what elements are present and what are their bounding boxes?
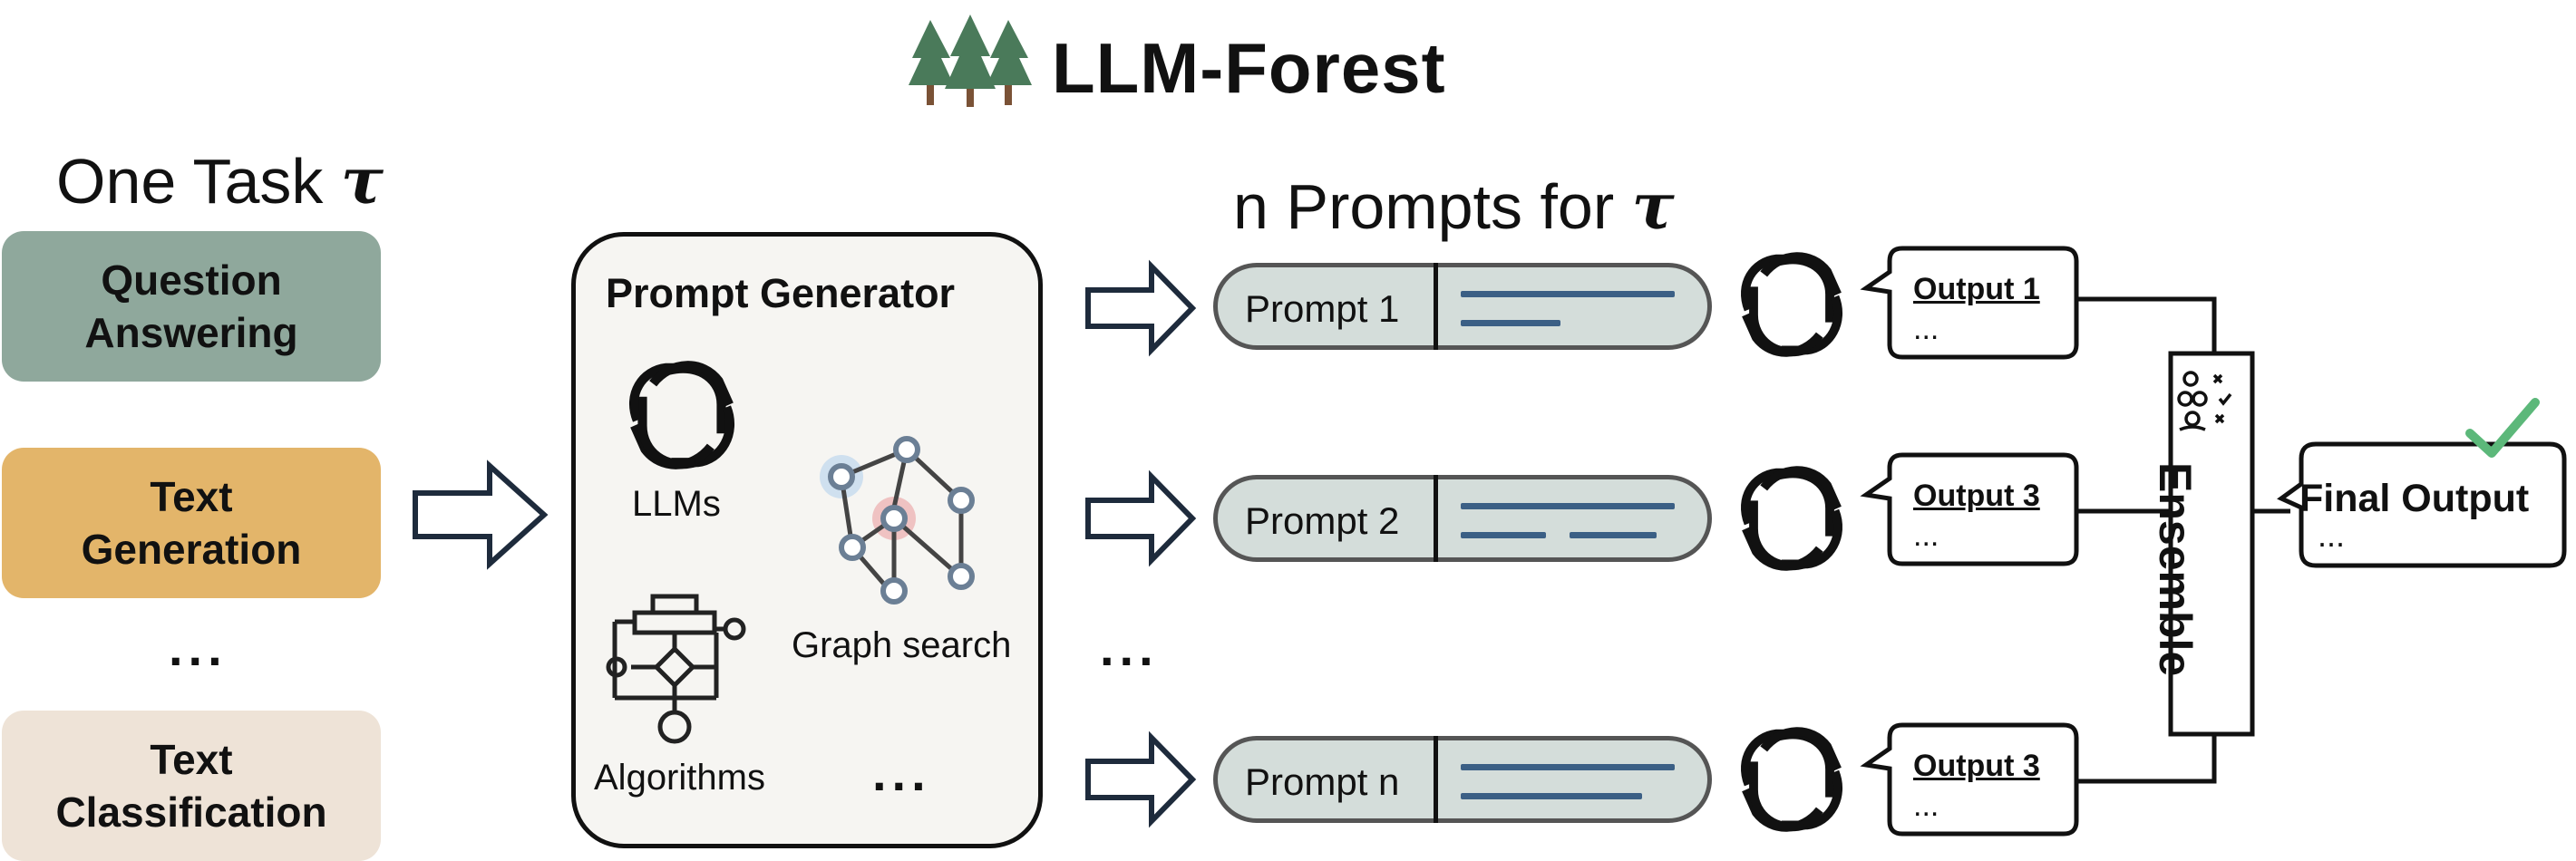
algorithms-icon bbox=[606, 594, 746, 744]
llm-logo-icon bbox=[1745, 256, 1838, 353]
ensemble-connectors bbox=[2076, 296, 2290, 784]
pill-divider bbox=[1434, 263, 1438, 350]
diagram-title: LLM-Forest bbox=[1052, 28, 1446, 108]
pill-divider bbox=[1434, 736, 1438, 823]
output-label-2: Output 3 bbox=[1913, 479, 2040, 513]
final-output-label: Final Output bbox=[2299, 477, 2530, 520]
arrow-to-generator bbox=[413, 460, 549, 570]
final-output-bubble bbox=[2277, 441, 2567, 568]
prompt-pill-n: Prompt n bbox=[1213, 736, 1712, 823]
text-line bbox=[1570, 532, 1657, 538]
graph-search-icon bbox=[820, 436, 975, 605]
forest-icon bbox=[909, 15, 1032, 107]
text-line bbox=[1461, 532, 1546, 538]
output-bubble-2 bbox=[1860, 452, 2079, 566]
task-label-line2: Classification bbox=[55, 788, 327, 836]
pill-divider bbox=[1434, 475, 1438, 562]
text-line bbox=[1461, 764, 1675, 770]
llm-logo-icon bbox=[1745, 470, 1838, 566]
prompts-heading-text: n Prompts for bbox=[1233, 171, 1632, 242]
prompt-pill-1: Prompt 1 bbox=[1213, 263, 1712, 350]
graph-search-label: Graph search bbox=[792, 625, 1012, 665]
prompt-label: Prompt 1 bbox=[1245, 287, 1400, 330]
prompts-heading: n Prompts for τ bbox=[1233, 169, 1675, 244]
check-icon bbox=[2465, 398, 2540, 458]
output-ellipsis: ... bbox=[1913, 788, 1939, 823]
llms-label: LLMs bbox=[632, 484, 721, 524]
ensemble-label: Ensemble bbox=[2150, 462, 2201, 677]
prompt-label: Prompt 2 bbox=[1245, 499, 1400, 542]
algorithms-label: Algorithms bbox=[594, 758, 765, 798]
task-label-line1: Text bbox=[150, 473, 233, 520]
ensemble-box bbox=[2168, 351, 2255, 737]
task-ellipsis: ... bbox=[169, 619, 228, 676]
voting-icon bbox=[2177, 371, 2232, 431]
title-area bbox=[907, 13, 1541, 112]
text-line bbox=[1461, 291, 1675, 297]
tau-symbol: τ bbox=[1631, 169, 1675, 244]
task-label-line1: Question bbox=[101, 256, 282, 304]
llm-logo-icon bbox=[1745, 731, 1838, 827]
prompt-generator-box bbox=[571, 232, 1043, 848]
text-line bbox=[1461, 503, 1675, 509]
arrow-to-prompt-2 bbox=[1085, 469, 1197, 567]
output-ellipsis: ... bbox=[1913, 518, 1939, 553]
output-ellipsis: ... bbox=[1913, 312, 1939, 346]
output-label-3: Output 3 bbox=[1913, 749, 2040, 783]
task-label-line1: Text bbox=[150, 736, 233, 783]
prompt-ellipsis: ... bbox=[1100, 619, 1159, 676]
prompt-label: Prompt n bbox=[1245, 760, 1400, 803]
prompt-generator-title: Prompt Generator bbox=[606, 270, 956, 316]
task-label-line2: Generation bbox=[81, 526, 302, 573]
prompt-pill-2: Prompt 2 bbox=[1213, 475, 1712, 562]
task-label-line2: Answering bbox=[84, 309, 298, 356]
tau-symbol: τ bbox=[340, 143, 384, 218]
arrow-to-prompt-n bbox=[1085, 730, 1197, 828]
generator-ellipsis: ... bbox=[872, 744, 931, 801]
final-output-ellipsis: ... bbox=[2318, 517, 2346, 554]
output-label-1: Output 1 bbox=[1913, 272, 2040, 306]
llm-logo-icon bbox=[634, 365, 730, 465]
output-bubble-1 bbox=[1860, 246, 2079, 360]
output-bubble-3 bbox=[1860, 722, 2079, 837]
task-heading-text: One Task bbox=[56, 146, 341, 217]
task-heading: One Task τ bbox=[56, 143, 384, 218]
text-line bbox=[1461, 793, 1642, 799]
arrow-to-prompt-1 bbox=[1085, 259, 1197, 357]
text-line bbox=[1461, 320, 1560, 326]
